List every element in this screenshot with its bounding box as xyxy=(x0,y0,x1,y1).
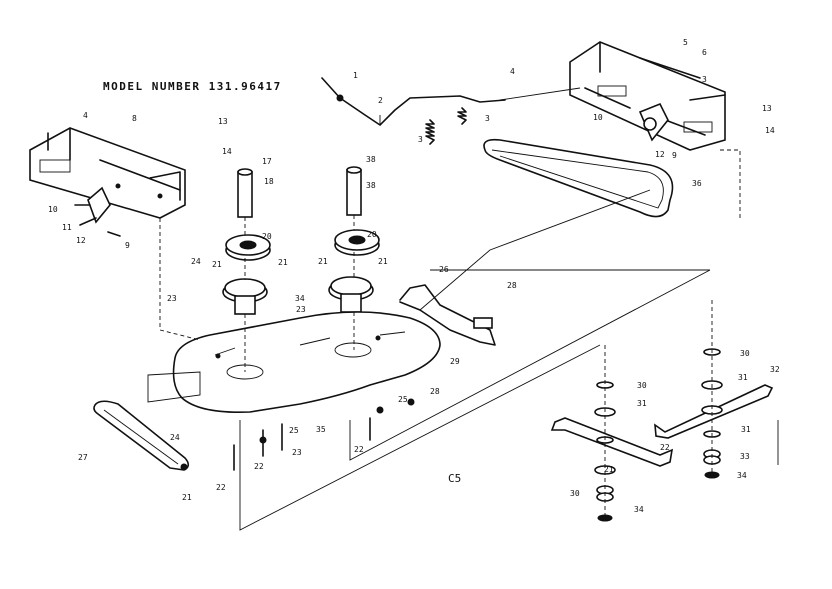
callout-29: 29 xyxy=(450,357,460,366)
callout-12b: 12 xyxy=(655,150,665,159)
callout-22b: 22 xyxy=(354,445,364,454)
callout-12: 12 xyxy=(76,236,86,245)
left-idler-bracket xyxy=(74,186,121,237)
callout-20b: 20 xyxy=(367,230,377,239)
callout-13: 13 xyxy=(218,117,228,126)
v-belt xyxy=(483,138,674,218)
callout-33: 33 xyxy=(740,452,750,461)
callout-3: 3 xyxy=(485,114,490,123)
callout-24: 24 xyxy=(191,257,201,266)
callout-23: 23 xyxy=(167,294,177,303)
callout-5: 5 xyxy=(683,38,688,47)
callout-22: 22 xyxy=(254,462,264,471)
callout-25: 25 xyxy=(289,426,299,435)
callout-14: 14 xyxy=(222,147,232,156)
callout-21: 21 xyxy=(212,260,222,269)
callout-4: 4 xyxy=(510,67,515,76)
callout-31c: 31 xyxy=(741,425,751,434)
callout-9b: 9 xyxy=(672,151,677,160)
callout-31: 31 xyxy=(637,399,647,408)
callout-23b: 23 xyxy=(296,305,306,314)
callout-21f: 21 xyxy=(604,465,614,474)
callout-28b: 28 xyxy=(430,387,440,396)
callout-3c: 3 xyxy=(702,75,707,84)
callout-34: 34 xyxy=(634,505,644,514)
callout-11: 11 xyxy=(62,223,72,232)
callout-31b: 31 xyxy=(738,373,748,382)
section-code-label: C5 xyxy=(448,472,462,485)
callout-30: 30 xyxy=(637,381,647,390)
right-hanger-bracket xyxy=(569,41,726,151)
callout-21d: 21 xyxy=(378,257,388,266)
callout-35: 35 xyxy=(316,425,326,434)
left-hanger-bracket xyxy=(29,127,186,219)
right-spindle-housing xyxy=(328,276,374,313)
left-spindle-shaft xyxy=(237,168,253,218)
callout-36: 36 xyxy=(692,179,702,188)
left-spindle-housing xyxy=(222,278,268,315)
callout-37: 38 xyxy=(366,155,376,164)
model-number-title: MODEL NUMBER 131.96417 xyxy=(103,80,282,93)
callout-10: 10 xyxy=(593,113,603,122)
tension-spring-1 xyxy=(425,119,435,145)
idler-rod xyxy=(321,77,506,126)
tension-spring-2 xyxy=(457,107,467,125)
callout-13b: 13 xyxy=(762,104,772,113)
callout-26: 26 xyxy=(439,265,449,274)
callout-17: 17 xyxy=(262,157,272,166)
callout-21e: 21 xyxy=(182,493,192,502)
right-spindle-shaft xyxy=(346,166,362,216)
deck-bolts xyxy=(180,398,415,471)
callout-22c: 22 xyxy=(216,483,226,492)
callout-2: 2 xyxy=(378,96,383,105)
callout-18: 18 xyxy=(264,177,274,186)
assembly-lines xyxy=(159,87,779,531)
callout-14b: 14 xyxy=(765,126,775,135)
callout-8: 8 xyxy=(132,114,137,123)
callout-24b: 24 xyxy=(170,433,180,442)
callout-34b: 34 xyxy=(737,471,747,480)
callout-21c: 21 xyxy=(318,257,328,266)
callout-21b: 21 xyxy=(278,258,288,267)
callout-6: 6 xyxy=(702,48,707,57)
callout-22d: 22 xyxy=(660,443,670,452)
callout-4b: 4 xyxy=(83,111,88,120)
callout-labels: 1 2 3 3 3 4 4 5 6 8 9 9 10 10 11 12 12 1… xyxy=(48,38,780,514)
callout-32: 32 xyxy=(770,365,780,374)
belt-guard-rod xyxy=(399,284,496,346)
callout-30b: 30 xyxy=(740,349,750,358)
callout-10b: 10 xyxy=(48,205,58,214)
callout-28: 28 xyxy=(507,281,517,290)
callout-20: 20 xyxy=(262,232,272,241)
callout-23c: 23 xyxy=(292,448,302,457)
left-pulley xyxy=(225,234,271,261)
callout-34c: 34 xyxy=(295,294,305,303)
right-idler-arm xyxy=(638,102,669,142)
right-pulley xyxy=(334,229,380,256)
callout-1: 1 xyxy=(353,71,358,80)
callout-9: 9 xyxy=(125,241,130,250)
callout-38: 38 xyxy=(366,181,376,190)
callout-3b: 3 xyxy=(418,135,423,144)
right-blade-hardware xyxy=(701,348,723,479)
callout-25b: 25 xyxy=(398,395,408,404)
callout-30c: 30 xyxy=(570,489,580,498)
front-skid-bar xyxy=(93,400,190,471)
mower-deck-housing xyxy=(147,311,441,414)
callout-27: 27 xyxy=(78,453,88,462)
